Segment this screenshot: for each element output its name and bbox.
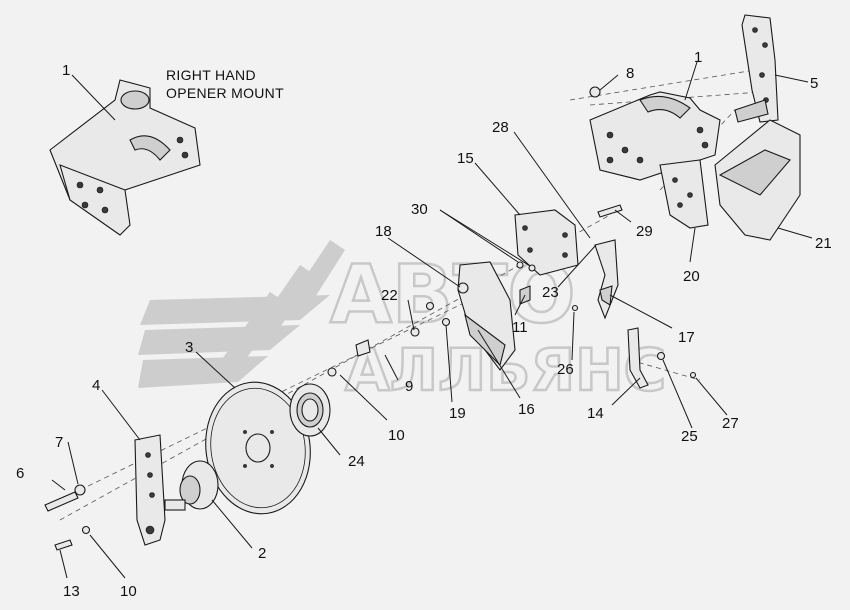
bracket-5 bbox=[734, 14, 779, 123]
callout-25: 25 bbox=[681, 428, 698, 445]
callout-14: 14 bbox=[587, 405, 604, 422]
hardware bbox=[44, 86, 697, 551]
callout-26: 26 bbox=[557, 361, 574, 378]
callout-15: 15 bbox=[457, 150, 474, 167]
callout-1-left: 1 bbox=[62, 62, 70, 79]
hub-2 bbox=[164, 460, 219, 511]
callout-28: 28 bbox=[492, 119, 509, 136]
bracket-20 bbox=[659, 159, 709, 229]
callout-1-right: 1 bbox=[694, 49, 702, 66]
callout-4: 4 bbox=[92, 377, 100, 394]
callout-5: 5 bbox=[810, 75, 818, 92]
callout-7: 7 bbox=[55, 434, 63, 451]
callout-3: 3 bbox=[185, 339, 193, 356]
bracket-4 bbox=[134, 434, 166, 546]
callout-13: 13 bbox=[63, 583, 80, 600]
scraper-17-23 bbox=[594, 239, 619, 320]
callout-6: 6 bbox=[16, 465, 24, 482]
callout-10-a: 10 bbox=[388, 427, 405, 444]
opener-mount-left bbox=[49, 79, 201, 236]
shield-21 bbox=[714, 119, 801, 241]
caption-line1: RIGHT HAND bbox=[166, 67, 256, 83]
callout-16: 16 bbox=[518, 401, 535, 418]
callout-21: 21 bbox=[815, 235, 832, 252]
leader-lines bbox=[51, 61, 813, 579]
caption-line2: OPENER MOUNT bbox=[166, 85, 284, 101]
callout-10-b: 10 bbox=[120, 583, 137, 600]
callout-9: 9 bbox=[405, 378, 413, 395]
callout-18: 18 bbox=[375, 223, 392, 240]
callout-11: 11 bbox=[512, 319, 528, 336]
callout-17: 17 bbox=[678, 329, 695, 346]
callout-2: 2 bbox=[258, 545, 266, 562]
callout-29: 29 bbox=[636, 223, 653, 240]
watermark-logo bbox=[138, 240, 345, 388]
callout-23: 23 bbox=[542, 284, 559, 301]
callout-8: 8 bbox=[626, 65, 634, 82]
arm-14 bbox=[627, 327, 649, 389]
callout-labels: 1 1 2 3 4 5 6 7 8 9 10 10 11 13 14 15 16… bbox=[16, 49, 832, 600]
disc-3 bbox=[205, 381, 311, 515]
callout-30: 30 bbox=[411, 201, 428, 218]
callout-24: 24 bbox=[348, 453, 365, 470]
callout-19: 19 bbox=[449, 405, 466, 422]
opener-mount-assembly bbox=[589, 91, 721, 181]
callout-20: 20 bbox=[683, 268, 700, 285]
callout-22: 22 bbox=[381, 287, 398, 304]
cap-24 bbox=[289, 383, 331, 437]
callout-27: 27 bbox=[722, 415, 739, 432]
